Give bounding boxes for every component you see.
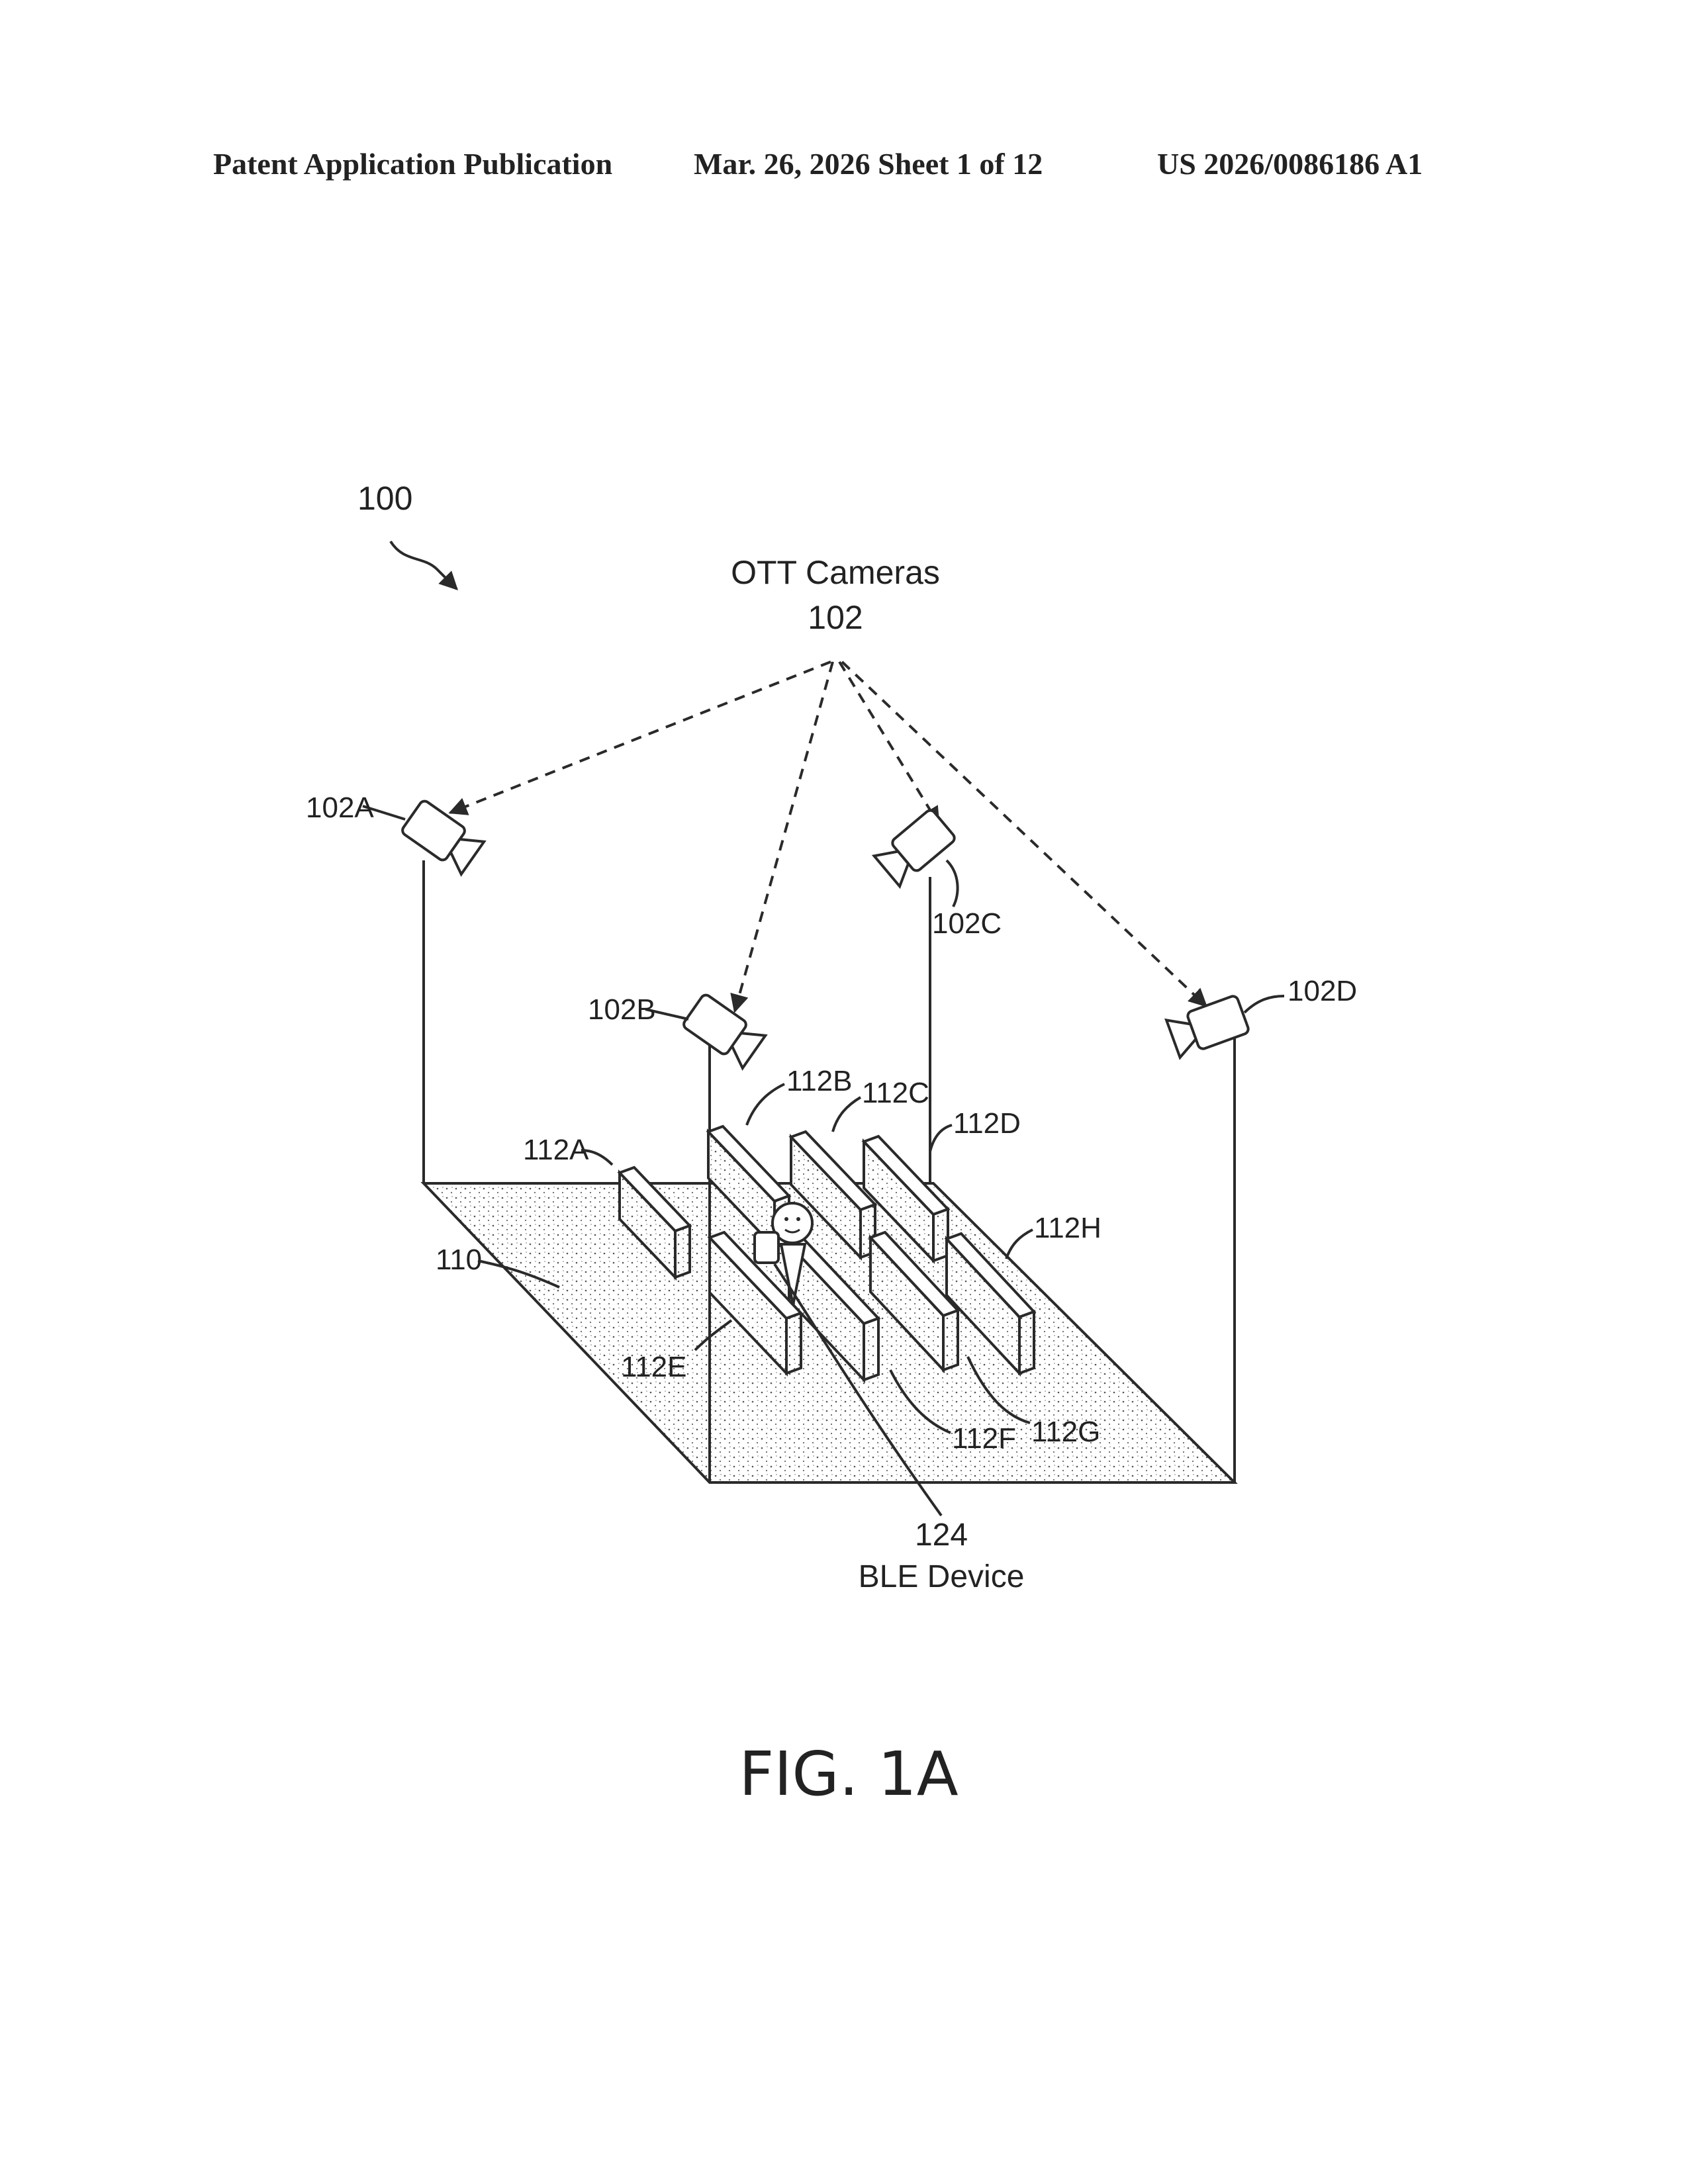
ble-device-icon (755, 1232, 778, 1263)
leader-112c (833, 1097, 861, 1132)
leader-112b (747, 1084, 784, 1125)
device-label: BLE Device (859, 1559, 1025, 1594)
camera-102d-icon (1166, 995, 1250, 1058)
leader-112d (930, 1125, 952, 1152)
panel-112g-label: 112G (1031, 1416, 1100, 1448)
pointer-to-102d (842, 662, 1206, 1006)
panel-112d-label: 112D (953, 1107, 1021, 1140)
pointer-to-102b (735, 662, 833, 1011)
panel-112h-label: 112H (1034, 1212, 1102, 1244)
camera-102a-label: 102A (306, 792, 374, 824)
figure-caption: FIG. 1A (739, 1739, 958, 1809)
panel-112c-label: 112C (862, 1077, 929, 1109)
camera-102d-label: 102D (1288, 975, 1357, 1007)
leader-102d (1244, 996, 1284, 1013)
panel-112b-label: 112B (786, 1065, 853, 1097)
pointer-to-102a (450, 662, 831, 813)
panel-112e-label: 112E (621, 1351, 687, 1383)
cameras-title: OTT Cameras (731, 554, 940, 591)
leader-112h (1006, 1230, 1033, 1259)
leader-102c (947, 860, 958, 907)
floor-110-label: 110 (436, 1244, 482, 1276)
panel-112f-label: 112F (952, 1422, 1016, 1455)
system-ref-label: 100 (357, 480, 412, 517)
camera-102a-icon (400, 799, 484, 874)
device-ref-label: 124 (915, 1518, 968, 1553)
panel-112a-label: 112A (523, 1134, 589, 1166)
pointer-to-102c (839, 662, 939, 824)
camera-102c-label: 102C (932, 907, 1002, 940)
camera-102b-icon (682, 993, 765, 1068)
system-ref-arrow (391, 541, 457, 589)
cameras-ref: 102 (808, 599, 863, 636)
camera-102b-label: 102B (588, 993, 656, 1026)
camera-102c-icon (874, 808, 957, 886)
